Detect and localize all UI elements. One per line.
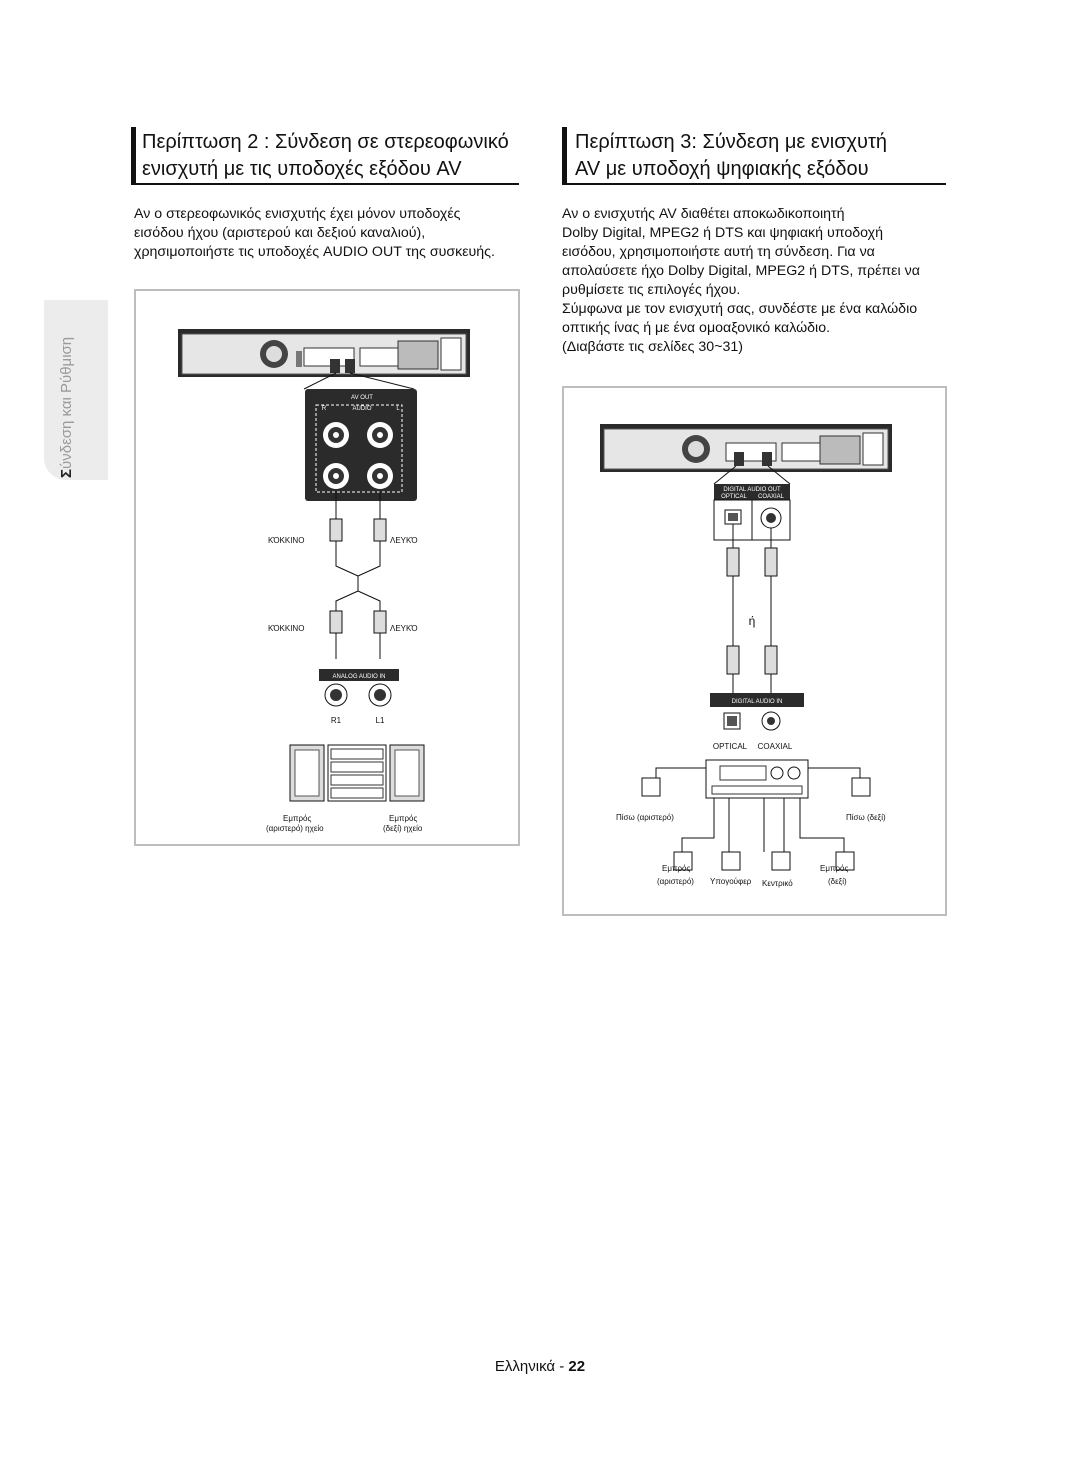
rear-right-label: Πίσω (δεξί)	[846, 813, 886, 822]
white-label-bottom: ΛΕΥΚΌ	[390, 624, 418, 633]
coaxial-small-label: COAXIAL	[758, 494, 785, 500]
section2-title-line2: ενισχυτή με τις υποδοχές εξόδου AV	[142, 158, 462, 180]
stereo-connection-diagram: AV OUT AUDIO R L ΚΌΚΚΙΝΟ ΛΕΥΚΌ ΚΌΚΚΙΝΟ Λ…	[178, 329, 470, 833]
section2-diagram-panel: AV OUT AUDIO R L ΚΌΚΚΙΝΟ ΛΕΥΚΌ ΚΌΚΚΙΝΟ Λ…	[134, 289, 520, 846]
r-label: R	[322, 406, 327, 412]
dvd-recorder-icon	[600, 424, 892, 472]
speaker-wiring	[655, 767, 861, 852]
left-speaker-line2: (αριστερό) ηχείο	[266, 824, 324, 833]
front-left-line1: Εμπρός	[662, 864, 690, 873]
section3-title-bar	[562, 127, 567, 185]
av-receiver-icon	[705, 759, 809, 799]
front-left-line2: (αριστερό)	[657, 877, 694, 886]
optical-label: OPTICAL	[713, 742, 748, 751]
analog-audio-in-panel	[319, 669, 399, 707]
optical-small-label: OPTICAL	[721, 494, 747, 500]
av-out-panel	[305, 389, 417, 501]
digital-audio-out-panel	[713, 484, 791, 541]
av-out-label: AV OUT	[351, 395, 373, 401]
front-right-line2: (δεξί)	[828, 877, 847, 886]
left-speaker-line1: Εμπρός	[283, 814, 311, 823]
red-label-bottom: ΚΌΚΚΙΝΟ	[268, 624, 304, 633]
section3-title-line1: Περίπτωση 3: Σύνδεση με ενισχυτή	[575, 131, 888, 153]
section3-paragraph: Αν ο ενισχυτής AV διαθέτει αποκωδικοποιη…	[562, 206, 920, 355]
section2-title-line1: Περίπτωση 2 : Σύνδεση σε στερεοφωνικό	[142, 131, 509, 153]
speaker-boxes	[641, 777, 871, 871]
white-label-top: ΛΕΥΚΌ	[390, 536, 418, 545]
section2-title-bar	[131, 127, 136, 185]
r1-label: R1	[331, 716, 342, 725]
rear-left-label: Πίσω (αριστερό)	[616, 813, 674, 822]
or-label: ή	[749, 614, 756, 628]
section3-title-line2: AV με υποδοχή ψηφιακής εξόδου	[575, 158, 869, 180]
coaxial-label: COAXIAL	[758, 742, 793, 751]
digital-out-label: DIGITAL AUDIO OUT	[723, 487, 781, 493]
front-right-line1: Εμπρός	[820, 864, 848, 873]
side-tab-label: Σύνδεση και Ρύθμιση	[58, 336, 75, 478]
stereo-system-icon	[289, 744, 425, 802]
section3-diagram-panel: DIGITAL AUDIO OUT OPTICAL COAXIAL ή DIGI…	[562, 386, 947, 916]
digital-connection-diagram: DIGITAL AUDIO OUT OPTICAL COAXIAL ή DIGI…	[600, 424, 892, 888]
rca-cable-icon	[329, 491, 387, 659]
section2-title-rule	[131, 183, 519, 185]
dvd-recorder-icon	[178, 329, 470, 377]
center-label: Κεντρικό	[762, 879, 793, 888]
page-number: 22	[568, 1358, 586, 1375]
footer-language: Ελληνικά -	[494, 1358, 569, 1375]
analog-in-label: ANALOG AUDIO IN	[332, 674, 385, 680]
audio-label: AUDIO	[352, 406, 371, 412]
l-label: L	[396, 406, 400, 412]
subwoofer-label: Υπογούφερ	[710, 877, 752, 886]
side-tab	[44, 300, 108, 480]
l1-label: L1	[376, 716, 385, 725]
optical-coaxial-cable-icon	[726, 524, 778, 693]
section2-paragraph: Αν ο στερεοφωνικός ενισχυτής έχει μόνον …	[134, 206, 495, 260]
digital-in-label: DIGITAL AUDIO IN	[732, 699, 783, 705]
section3-title-rule	[562, 183, 946, 185]
digital-audio-in-panel	[710, 693, 804, 731]
right-speaker-line2: (δεξί) ηχείο	[383, 824, 423, 833]
right-speaker-line1: Εμπρός	[389, 814, 417, 823]
red-label-top: ΚΌΚΚΙΝΟ	[268, 536, 304, 545]
page-footer: Ελληνικά - 22	[0, 1358, 1080, 1375]
